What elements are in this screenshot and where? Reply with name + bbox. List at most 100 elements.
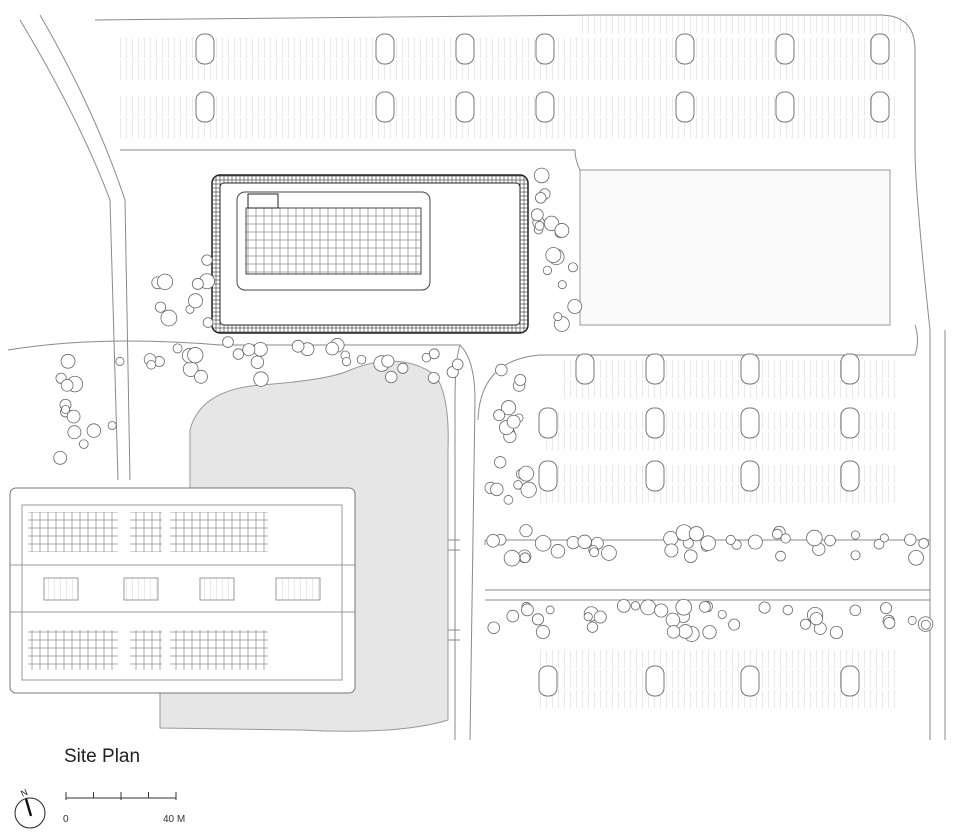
tree-icon <box>451 358 464 371</box>
tree-icon <box>535 624 550 640</box>
tree-icon <box>654 603 669 618</box>
tree-icon <box>188 293 203 309</box>
landscape-island <box>575 353 595 385</box>
tree-icon <box>542 265 553 276</box>
landscape-island <box>535 33 555 65</box>
scale-start-label: 0 <box>63 814 69 825</box>
tree-icon <box>771 528 783 540</box>
tree-icon <box>725 534 736 545</box>
landscape-island <box>840 665 860 697</box>
tree-icon <box>747 534 763 550</box>
tree-icon <box>501 400 517 416</box>
landscape-island <box>645 665 665 697</box>
landscape-island <box>538 407 558 439</box>
landscape-island <box>375 91 395 123</box>
tree-icon <box>550 544 566 559</box>
north-label: N <box>19 787 29 799</box>
tree-icon <box>688 526 704 542</box>
tree-icon <box>593 610 607 624</box>
scale-end-label: 40 M <box>163 814 186 825</box>
tree-icon <box>908 549 924 566</box>
tree-icon <box>534 221 545 231</box>
tree-icon <box>191 277 204 290</box>
tree-icon <box>557 280 567 290</box>
main-building <box>211 174 529 334</box>
landscape-island <box>840 460 860 492</box>
landscape-island <box>538 665 558 697</box>
tree-icon <box>883 616 896 629</box>
landscape-island <box>535 91 555 123</box>
tree-icon <box>577 534 592 549</box>
tree-icon <box>880 602 893 615</box>
tree-icon <box>601 545 617 561</box>
tree-icon <box>115 356 125 366</box>
tree-icon <box>506 609 520 623</box>
tree-icon <box>146 359 156 370</box>
tree-icon <box>427 371 440 384</box>
landscape-island <box>740 460 760 492</box>
tree-icon <box>728 618 741 631</box>
tree-icon <box>535 192 547 204</box>
tree-icon <box>567 299 583 314</box>
tree-icon <box>381 354 395 368</box>
tree-icon <box>521 603 534 617</box>
tree-icon <box>829 625 843 640</box>
tree-icon <box>616 599 631 613</box>
landscape-island <box>740 407 760 439</box>
tree-icon <box>519 552 531 564</box>
landscape-island <box>455 33 475 65</box>
tree-icon <box>506 414 521 429</box>
tree-icon <box>486 534 500 548</box>
tree-icon <box>533 167 550 184</box>
parking-rows-top <box>120 15 910 138</box>
landscape-island <box>675 91 695 123</box>
tree-icon <box>291 339 305 353</box>
landscape-island <box>740 665 760 697</box>
tree-icon <box>700 535 716 551</box>
landscape-island <box>840 407 860 439</box>
landscape-island <box>455 91 475 123</box>
landscape-island <box>645 407 665 439</box>
tree-icon <box>194 369 208 384</box>
tree-icon <box>530 208 544 222</box>
tree-icon <box>495 363 508 377</box>
tree-icon <box>187 347 204 364</box>
tree-icon <box>920 619 931 630</box>
tree-icon <box>545 247 562 264</box>
tree-icon <box>325 341 339 356</box>
drawing-title: Site Plan <box>64 746 141 767</box>
tree-icon <box>809 612 823 626</box>
tree-icon <box>86 423 101 438</box>
tree-icon <box>202 317 214 328</box>
tree-icon <box>664 543 679 558</box>
tree-icon <box>640 599 657 616</box>
tree-icon <box>775 550 786 562</box>
tree-icon <box>586 621 599 633</box>
tree-icon <box>250 355 265 369</box>
tree-icon <box>514 374 527 386</box>
tree-icon <box>907 615 917 625</box>
tree-icon <box>665 612 681 628</box>
tree-icon <box>356 354 367 365</box>
tree-icon <box>849 604 862 617</box>
tree-icon <box>850 530 860 540</box>
tree-icon <box>67 425 82 440</box>
tree-icon <box>630 601 641 611</box>
tree-icon <box>699 601 711 613</box>
tree-icon <box>428 348 440 360</box>
tree-icon <box>566 535 580 550</box>
tree-icon <box>53 450 68 465</box>
tree-icon <box>799 618 811 630</box>
tree-icon <box>154 301 167 313</box>
tree-icon <box>494 456 507 469</box>
scale-bar <box>65 792 177 800</box>
tree-icon <box>61 404 71 414</box>
tree-icon <box>873 538 885 550</box>
tree-icon <box>201 254 213 266</box>
tree-icon <box>717 609 727 619</box>
tree-icon <box>850 550 861 561</box>
tree-icon <box>79 439 89 449</box>
site-plan-drawing <box>7 14 946 740</box>
tree-icon <box>545 605 555 615</box>
landscape-island <box>870 33 890 65</box>
